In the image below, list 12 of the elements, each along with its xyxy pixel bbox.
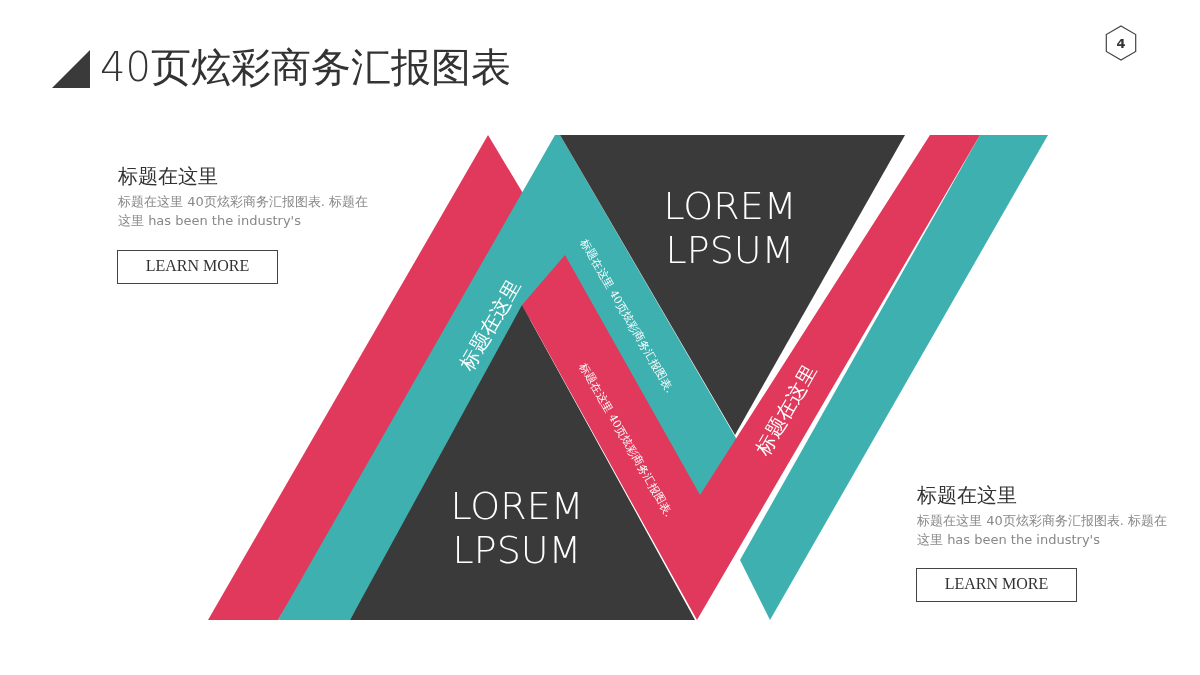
panel-title: LOREM LPSUM bbox=[662, 184, 798, 272]
heading: 标题在这里 bbox=[118, 163, 218, 190]
description: 标题在这里 40页炫彩商务汇报图表. 标题在这里 has been the industry's bbox=[917, 512, 1168, 549]
title: 40页炫彩商务汇报图表 bbox=[100, 43, 511, 92]
band-label: 标题在这里 bbox=[453, 274, 526, 376]
band-label: 标题在这里 bbox=[749, 359, 822, 461]
panel-title: LOREM LPSUM bbox=[449, 484, 585, 572]
page-number: 4 bbox=[1116, 35, 1126, 51]
heading: 标题在这里 bbox=[917, 482, 1017, 509]
learn-more-button: LEARN MORE bbox=[916, 568, 1077, 602]
learn-more-button: LEARN MORE bbox=[117, 250, 278, 284]
description: 标题在这里 40页炫彩商务汇报图表. 标题在这里 has been the industry's bbox=[118, 193, 369, 230]
